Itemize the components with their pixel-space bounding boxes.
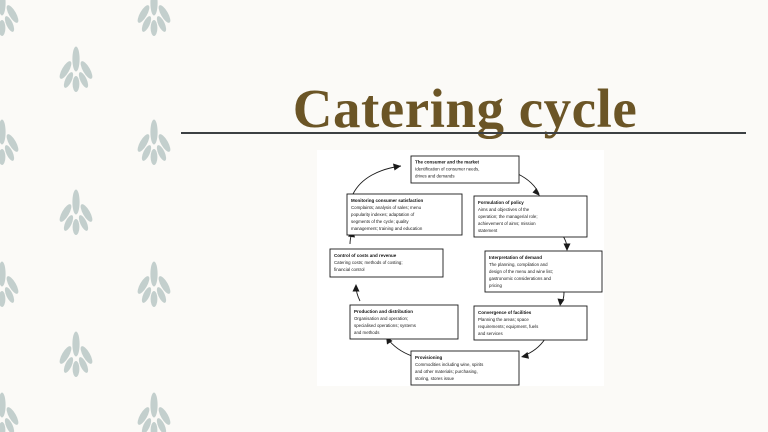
- node-heading: The consumer and the market: [415, 160, 480, 165]
- node-heading: Production and distribution: [354, 309, 413, 314]
- node-line: segments of the cycle; quality: [351, 219, 409, 224]
- node-line: The planning, compilation and: [489, 262, 548, 267]
- node-line: and services: [478, 331, 503, 336]
- diagram-node-production-distribution: Production and distribution Organisation…: [349, 304, 459, 340]
- page-title: Catering cycle: [292, 77, 638, 139]
- catering-cycle-diagram: The consumer and the market Identificati…: [317, 150, 604, 386]
- node-line: and methods: [354, 330, 380, 335]
- node-line: popularity indexes; adaptation of: [351, 212, 415, 217]
- node-line: statement: [478, 228, 498, 233]
- node-line: pricing: [489, 283, 502, 288]
- node-line: Complaints; analysis of sales; menu: [351, 205, 422, 210]
- node-line: specialised operations; systems: [354, 323, 417, 328]
- node-line: financial control: [334, 267, 365, 272]
- title-divider: [181, 132, 746, 134]
- node-heading: Control of costs and revenue: [334, 253, 397, 258]
- node-line: storing, stores issue: [415, 376, 455, 381]
- node-heading: Interpretation of demand: [489, 255, 542, 260]
- node-line: requirements; equipment, fuels: [478, 324, 539, 329]
- node-line: Planning the areas; space: [478, 317, 529, 322]
- node-line: Commodities including wine, spirits: [415, 362, 484, 367]
- node-line: Organisation and operation;: [354, 316, 408, 321]
- node-line: Catering costs; methods of costing;: [334, 260, 403, 265]
- node-line: gastronomic considerations and: [489, 276, 552, 281]
- leaf-pattern-decoration: [0, 0, 173, 432]
- node-line: drives and demands: [415, 174, 455, 179]
- diagram-node-formulation-policy: Formulation of policy Aims and objective…: [473, 195, 588, 238]
- node-line: Aims and objectives of the: [478, 207, 530, 212]
- node-line: Identification of consumer needs,: [415, 167, 479, 172]
- node-line: and other materials; purchasing,: [415, 369, 478, 374]
- node-line: operation; the managerial role;: [478, 214, 538, 219]
- node-line: achievement of aims; mission: [478, 221, 536, 226]
- diagram-node-monitoring-satisfaction: Monitoring consumer satisfaction Complai…: [346, 193, 463, 236]
- diagram-node-convergence-facilities: Convergence of facilities Planning the a…: [473, 305, 588, 341]
- node-line: management; training and education: [351, 226, 423, 231]
- node-line: design of the menu and wine list;: [489, 269, 553, 274]
- diagram-node-control-costs-revenue: Control of costs and revenue Catering co…: [329, 248, 444, 278]
- node-heading: Monitoring consumer satisfaction: [351, 198, 424, 203]
- diagram-node-provisioning: Provisioning Commodities including wine,…: [410, 350, 520, 386]
- diagram-node-interpretation-demand: Interpretation of demand The planning, c…: [484, 250, 603, 293]
- node-heading: Formulation of policy: [478, 200, 524, 205]
- diagram-node-consumer-market: The consumer and the market Identificati…: [410, 155, 520, 184]
- node-heading: Provisioning: [415, 355, 443, 360]
- node-heading: Convergence of facilities: [478, 310, 532, 315]
